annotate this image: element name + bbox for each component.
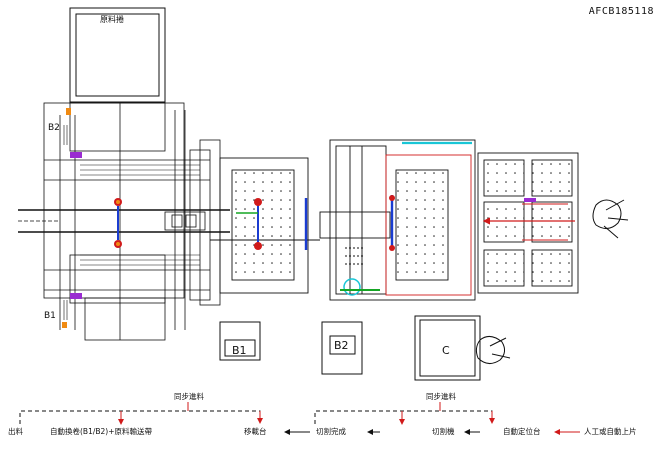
flow-cutting-complete-label: 切割完成 <box>316 427 346 436</box>
roll-change-accents <box>62 108 122 328</box>
flow-auto-positioning-label: 自動定位台 <box>503 427 541 436</box>
flow-cutting-process-label: 切割機 <box>432 427 455 436</box>
drawing-code: AFCB185118 <box>588 6 654 17</box>
material-roll-label: 原料捲 <box>100 15 124 24</box>
roll-position-b1-label: B1 <box>44 311 56 321</box>
equipment-b2-box <box>321 321 363 375</box>
process-flow-lines <box>19 402 580 435</box>
equipment-b1-label: B1 <box>232 344 247 357</box>
transfer-table-accents <box>236 198 308 250</box>
roll-change-unit <box>18 102 230 341</box>
roll-change-detail-hatching <box>63 125 200 320</box>
cutting-machine-accents <box>340 141 472 296</box>
auto-positioning-table <box>477 152 579 294</box>
operator-hand-icon-lower <box>475 336 511 364</box>
sync-feed-left-label: 同步進料 <box>174 392 204 401</box>
cutting-machine <box>319 139 476 301</box>
flow-output-label: 出料 <box>8 427 23 436</box>
equipment-c-label: C <box>442 344 450 357</box>
flow-auto-roll-change-label: 自動換卷(B1/B2)+原料輸送帶 <box>50 427 152 436</box>
equipment-c-box <box>414 315 481 381</box>
auto-positioning-accents <box>482 198 575 241</box>
roll-position-b2-label: B2 <box>48 123 60 133</box>
equipment-b1-box <box>219 321 261 361</box>
operator-hand-icon <box>592 199 629 239</box>
flow-manual-or-auto-loading-label: 人工或自動上片 <box>584 427 637 436</box>
flow-transfer-table-label: 移載台 <box>244 427 267 436</box>
equipment-b2-label: B2 <box>334 339 349 352</box>
material-roll <box>69 7 166 103</box>
transfer-table <box>210 157 320 294</box>
sync-feed-right-label: 同步進料 <box>426 392 456 401</box>
